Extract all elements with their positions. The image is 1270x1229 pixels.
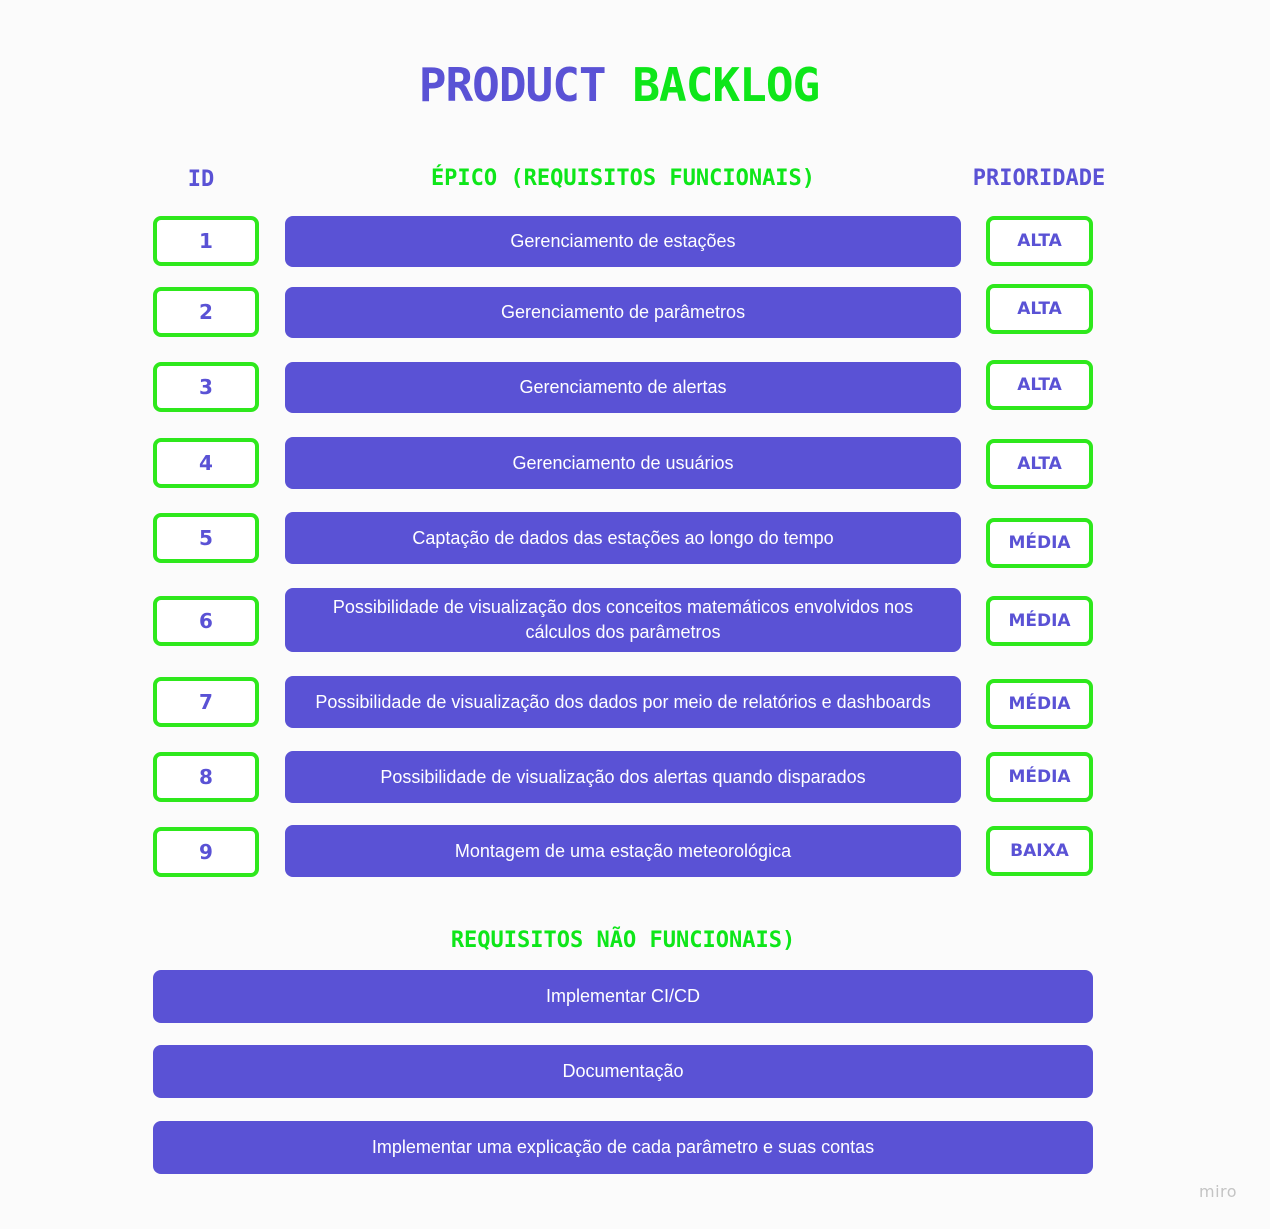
miro-logo: miro	[1199, 1182, 1238, 1201]
nonfunctional-item-1: Implementar CI/CD	[153, 970, 1093, 1023]
epic-item-6: Possibilidade de visualização dos concei…	[285, 588, 961, 652]
priority-badge-1: ALTA	[986, 216, 1093, 266]
epic-item-3: Gerenciamento de alertas	[285, 362, 961, 413]
priority-badge-3: ALTA	[986, 360, 1093, 410]
priority-badge-6: MÉDIA	[986, 596, 1093, 646]
id-box-8: 8	[153, 752, 259, 802]
id-box-2: 2	[153, 287, 259, 337]
priority-badge-4: ALTA	[986, 439, 1093, 489]
id-box-3: 3	[153, 362, 259, 412]
epic-item-9: Montagem de uma estação meteorológica	[285, 825, 961, 877]
title-product: PRODUCT	[418, 58, 607, 112]
title-backlog: BACKLOG	[632, 58, 820, 112]
id-box-7: 7	[153, 677, 259, 727]
nonfunctional-title: REQUISITOS NÃO FUNCIONAIS)	[450, 928, 796, 953]
id-box-4: 4	[153, 438, 259, 488]
priority-column-header: PRIORIDADE	[972, 166, 1106, 191]
epic-column-header: ÉPICO (REQUISITOS FUNCIONAIS)	[430, 166, 816, 191]
priority-badge-8: MÉDIA	[986, 752, 1093, 802]
id-box-1: 1	[153, 216, 259, 266]
epic-item-1: Gerenciamento de estações	[285, 216, 961, 267]
id-column-header: ID	[187, 167, 215, 192]
epic-item-4: Gerenciamento de usuários	[285, 437, 961, 489]
priority-badge-9: BAIXA	[986, 826, 1093, 876]
epic-item-5: Captação de dados das estações ao longo …	[285, 512, 961, 564]
priority-badge-5: MÉDIA	[986, 518, 1093, 568]
id-box-6: 6	[153, 596, 259, 646]
priority-badge-2: ALTA	[986, 284, 1093, 334]
epic-item-7: Possibilidade de visualização dos dados …	[285, 676, 961, 728]
priority-badge-7: MÉDIA	[986, 679, 1093, 729]
epic-item-2: Gerenciamento de parâmetros	[285, 287, 961, 338]
epic-item-8: Possibilidade de visualização dos alerta…	[285, 751, 961, 803]
nonfunctional-item-2: Documentação	[153, 1045, 1093, 1098]
page-title: PRODUCT BACKLOG	[0, 58, 1238, 112]
id-box-5: 5	[153, 513, 259, 563]
id-box-9: 9	[153, 827, 259, 877]
nonfunctional-item-3: Implementar uma explicação de cada parâm…	[153, 1121, 1093, 1174]
